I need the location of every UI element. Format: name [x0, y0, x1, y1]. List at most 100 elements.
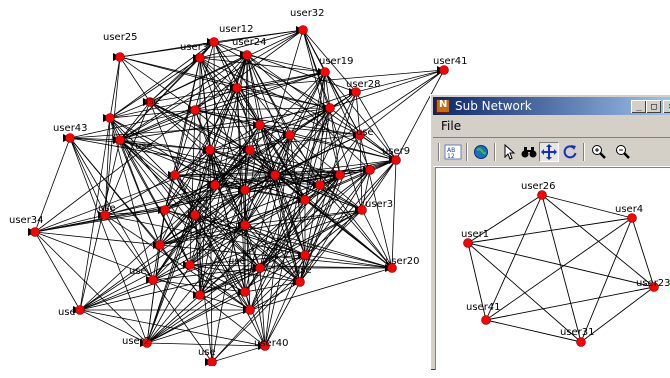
network-node: [243, 145, 255, 155]
network-edge: [246, 54, 251, 151]
network-edge: [274, 169, 371, 176]
network-edge: [174, 149, 211, 176]
network-edge: [149, 57, 201, 103]
zoom-out-icon[interactable]: [613, 142, 633, 162]
network-edge: [146, 342, 266, 347]
network-node: [353, 130, 365, 140]
node-label-partial-d: use: [98, 203, 116, 214]
network-node: [363, 165, 375, 175]
binoculars-icon[interactable]: [519, 142, 539, 162]
move-icon[interactable]: [539, 142, 559, 162]
node-label-user34: user34: [9, 215, 44, 226]
network-edge: [104, 101, 151, 216]
network-edge: [209, 107, 331, 151]
network-edge: [164, 174, 276, 211]
network-edge: [246, 54, 371, 171]
network-edge: [34, 231, 161, 246]
node-label-user25: user25: [103, 32, 138, 43]
network-node-dot: [391, 155, 401, 165]
network-node-dot: [300, 195, 310, 205]
network-edge: [146, 291, 246, 344]
network-edge: [109, 117, 261, 269]
menu-file[interactable]: File: [441, 119, 462, 133]
network-node-dot: [190, 105, 200, 115]
network-node: [323, 103, 335, 113]
network-node: [318, 67, 330, 77]
network-node: [205, 357, 217, 366]
network-edge: [304, 71, 326, 201]
sub-network-edge: [580, 217, 633, 343]
node-label-user3-partial: user3: [180, 42, 209, 53]
pointer-icon[interactable]: [499, 142, 519, 162]
network-node-dot: [155, 240, 165, 250]
zoom-in-icon[interactable]: [589, 142, 609, 162]
network-edge: [152, 279, 213, 363]
network-node-dot: [170, 170, 180, 180]
maximize-button[interactable]: □: [646, 100, 661, 113]
network-edge: [146, 267, 261, 344]
network-node: [349, 87, 361, 97]
sub-network-node: [576, 337, 586, 347]
network-node: [113, 52, 125, 62]
network-edge: [249, 254, 306, 311]
toolbar-separator: [494, 143, 496, 161]
node-label-partial-g: use: [294, 265, 312, 276]
network-edge: [79, 139, 121, 311]
network-edge: [359, 134, 393, 269]
sub-network-edge: [467, 242, 582, 343]
network-node-dot: [242, 50, 252, 60]
network-node: [258, 341, 270, 351]
network-edge: [104, 214, 251, 311]
network-edge: [304, 254, 393, 269]
network-edge: [211, 345, 266, 363]
network-edge: [189, 184, 216, 266]
network-edge: [119, 139, 251, 311]
network-edge: [259, 124, 306, 201]
sub-node-label-user1: user1: [461, 229, 490, 240]
network-edge: [146, 309, 251, 344]
network-edge: [302, 29, 363, 211]
close-button[interactable]: ×: [663, 100, 670, 113]
network-edge: [109, 71, 326, 119]
network-edge: [274, 107, 331, 176]
network-edge: [304, 174, 341, 256]
network-node-dot: [355, 130, 365, 140]
network-node-dot: [185, 260, 195, 270]
network-edge: [319, 184, 393, 269]
network-node: [355, 205, 367, 215]
network-edge: [299, 169, 371, 283]
main-network-graph[interactable]: [0, 0, 670, 366]
network-edge: [304, 199, 393, 269]
sub-network-graph[interactable]: [436, 168, 670, 378]
globe-icon[interactable]: [471, 142, 491, 162]
window-titlebar[interactable]: Sub Network _ □ ×: [433, 97, 670, 115]
sub-network-edge: [541, 194, 582, 343]
network-edge: [194, 107, 331, 111]
network-edge: [34, 209, 166, 233]
rotate-icon[interactable]: [560, 142, 580, 162]
network-edge: [104, 214, 306, 256]
sub-network-edge: [631, 217, 655, 288]
network-node: [98, 210, 110, 220]
sub-network-canvas[interactable]: user26 user4 user1 user23 user41 user31: [435, 167, 670, 370]
network-edge: [109, 109, 196, 119]
network-node-dot: [255, 120, 265, 130]
network-node-dot: [240, 185, 250, 195]
toolbar-separator: [466, 143, 468, 161]
network-edge: [109, 117, 216, 186]
network-edge: [69, 137, 106, 216]
network-edge: [259, 267, 266, 347]
network-edge: [274, 134, 291, 176]
network-node: [238, 287, 250, 297]
svg-text:AB: AB: [447, 147, 455, 154]
network-edge: [304, 107, 331, 201]
network-edge: [236, 71, 326, 89]
network-node-dot: [100, 210, 110, 220]
network-node-dot: [195, 290, 205, 300]
minimize-button[interactable]: _: [631, 100, 646, 113]
network-edge: [244, 224, 266, 347]
network-edge: [79, 69, 445, 311]
network-edge: [119, 107, 331, 141]
